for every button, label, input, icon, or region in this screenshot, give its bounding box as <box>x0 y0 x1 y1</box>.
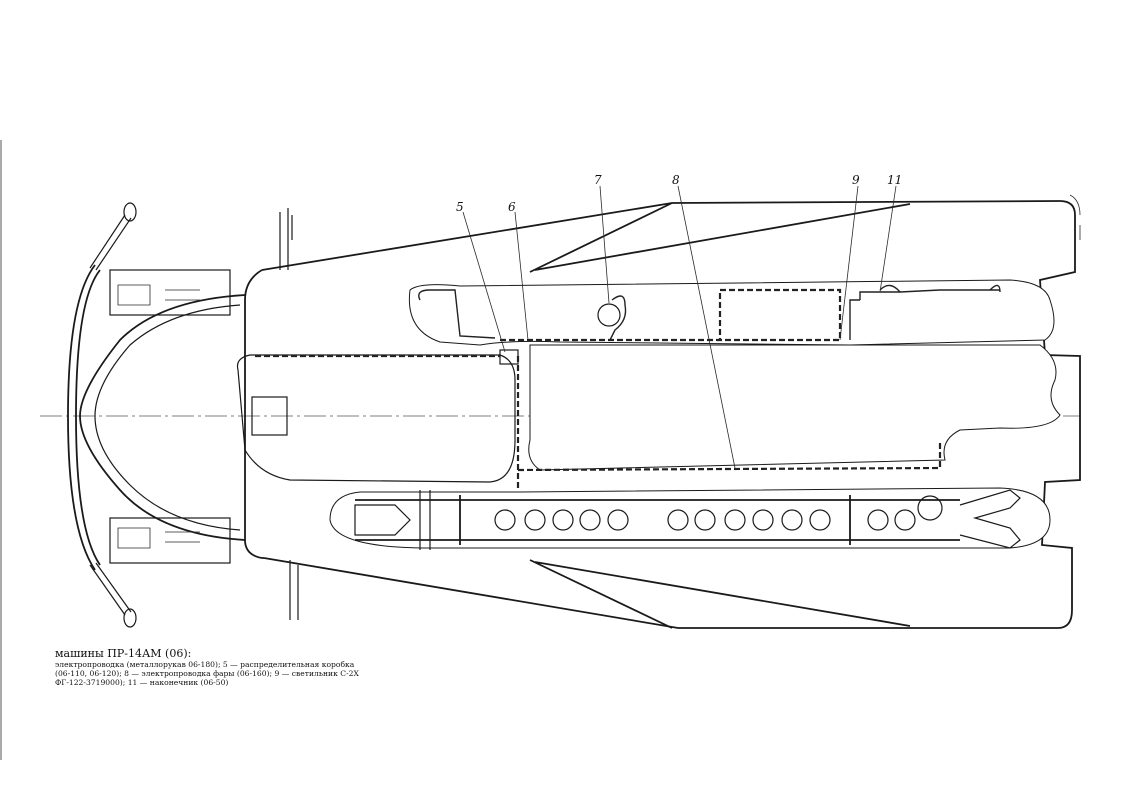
harness-vertical <box>516 356 942 490</box>
right-fender-box <box>109 517 231 564</box>
callout-8: 8 <box>672 173 680 187</box>
figure-caption: машины ПР-14АМ (06): электропроводка (ме… <box>55 647 425 687</box>
left-fender-box <box>109 269 231 316</box>
leader-11 <box>879 185 897 293</box>
junction-box-5 <box>499 349 519 365</box>
leader-8 <box>677 185 736 469</box>
cab-box <box>251 396 288 436</box>
front-drawbar <box>354 490 431 550</box>
leader-6 <box>514 211 529 341</box>
hood-inner <box>94 304 241 531</box>
leader-9 <box>839 185 859 341</box>
callout-7: 7 <box>594 173 602 187</box>
harness-upper <box>255 288 842 358</box>
leader-5 <box>462 211 506 353</box>
callout-11: 11 <box>887 173 902 187</box>
right-mirror-head <box>123 608 137 628</box>
door-handle-upper <box>279 208 293 270</box>
fender-detail <box>117 284 200 549</box>
hood-outline <box>79 294 246 541</box>
left-mirror <box>89 214 132 271</box>
body-top-brace <box>529 202 911 273</box>
lower-frame-region <box>329 487 1051 549</box>
lamp-7 <box>597 303 621 327</box>
left-mirror-head <box>123 202 137 222</box>
middle-body-region <box>528 344 1061 471</box>
caption-line: электропроводка (металлорукав 06-180); 5… <box>55 660 355 669</box>
wheel-row <box>494 509 916 531</box>
lamp-7-wire <box>609 295 627 341</box>
leader-7 <box>599 185 610 304</box>
right-mirror <box>89 562 132 616</box>
cab-inner-region <box>236 354 516 483</box>
caption-line: ФГ-122-3719000); 11 — наконечник (06-50) <box>55 678 229 687</box>
caption-line: (06-110, 06-120); 8 — электропроводка фа… <box>55 669 359 678</box>
body-bottom-brace <box>529 559 911 629</box>
caption-title: машины ПР-14АМ (06): <box>55 647 192 660</box>
callout-5: 5 <box>456 200 464 214</box>
callout-6: 6 <box>508 200 516 214</box>
lower-rail <box>355 495 960 545</box>
callout-9: 9 <box>852 173 860 187</box>
rear-lamp <box>917 495 943 521</box>
bumper <box>67 264 101 571</box>
right-edge-bracket <box>1069 194 1081 240</box>
harness-rear <box>849 284 1001 340</box>
body-outline <box>261 200 1081 629</box>
door-handle-lower <box>289 560 299 620</box>
cab-outline <box>244 269 264 559</box>
rear-tail <box>959 489 1021 549</box>
upper-frame-region <box>408 279 1055 346</box>
